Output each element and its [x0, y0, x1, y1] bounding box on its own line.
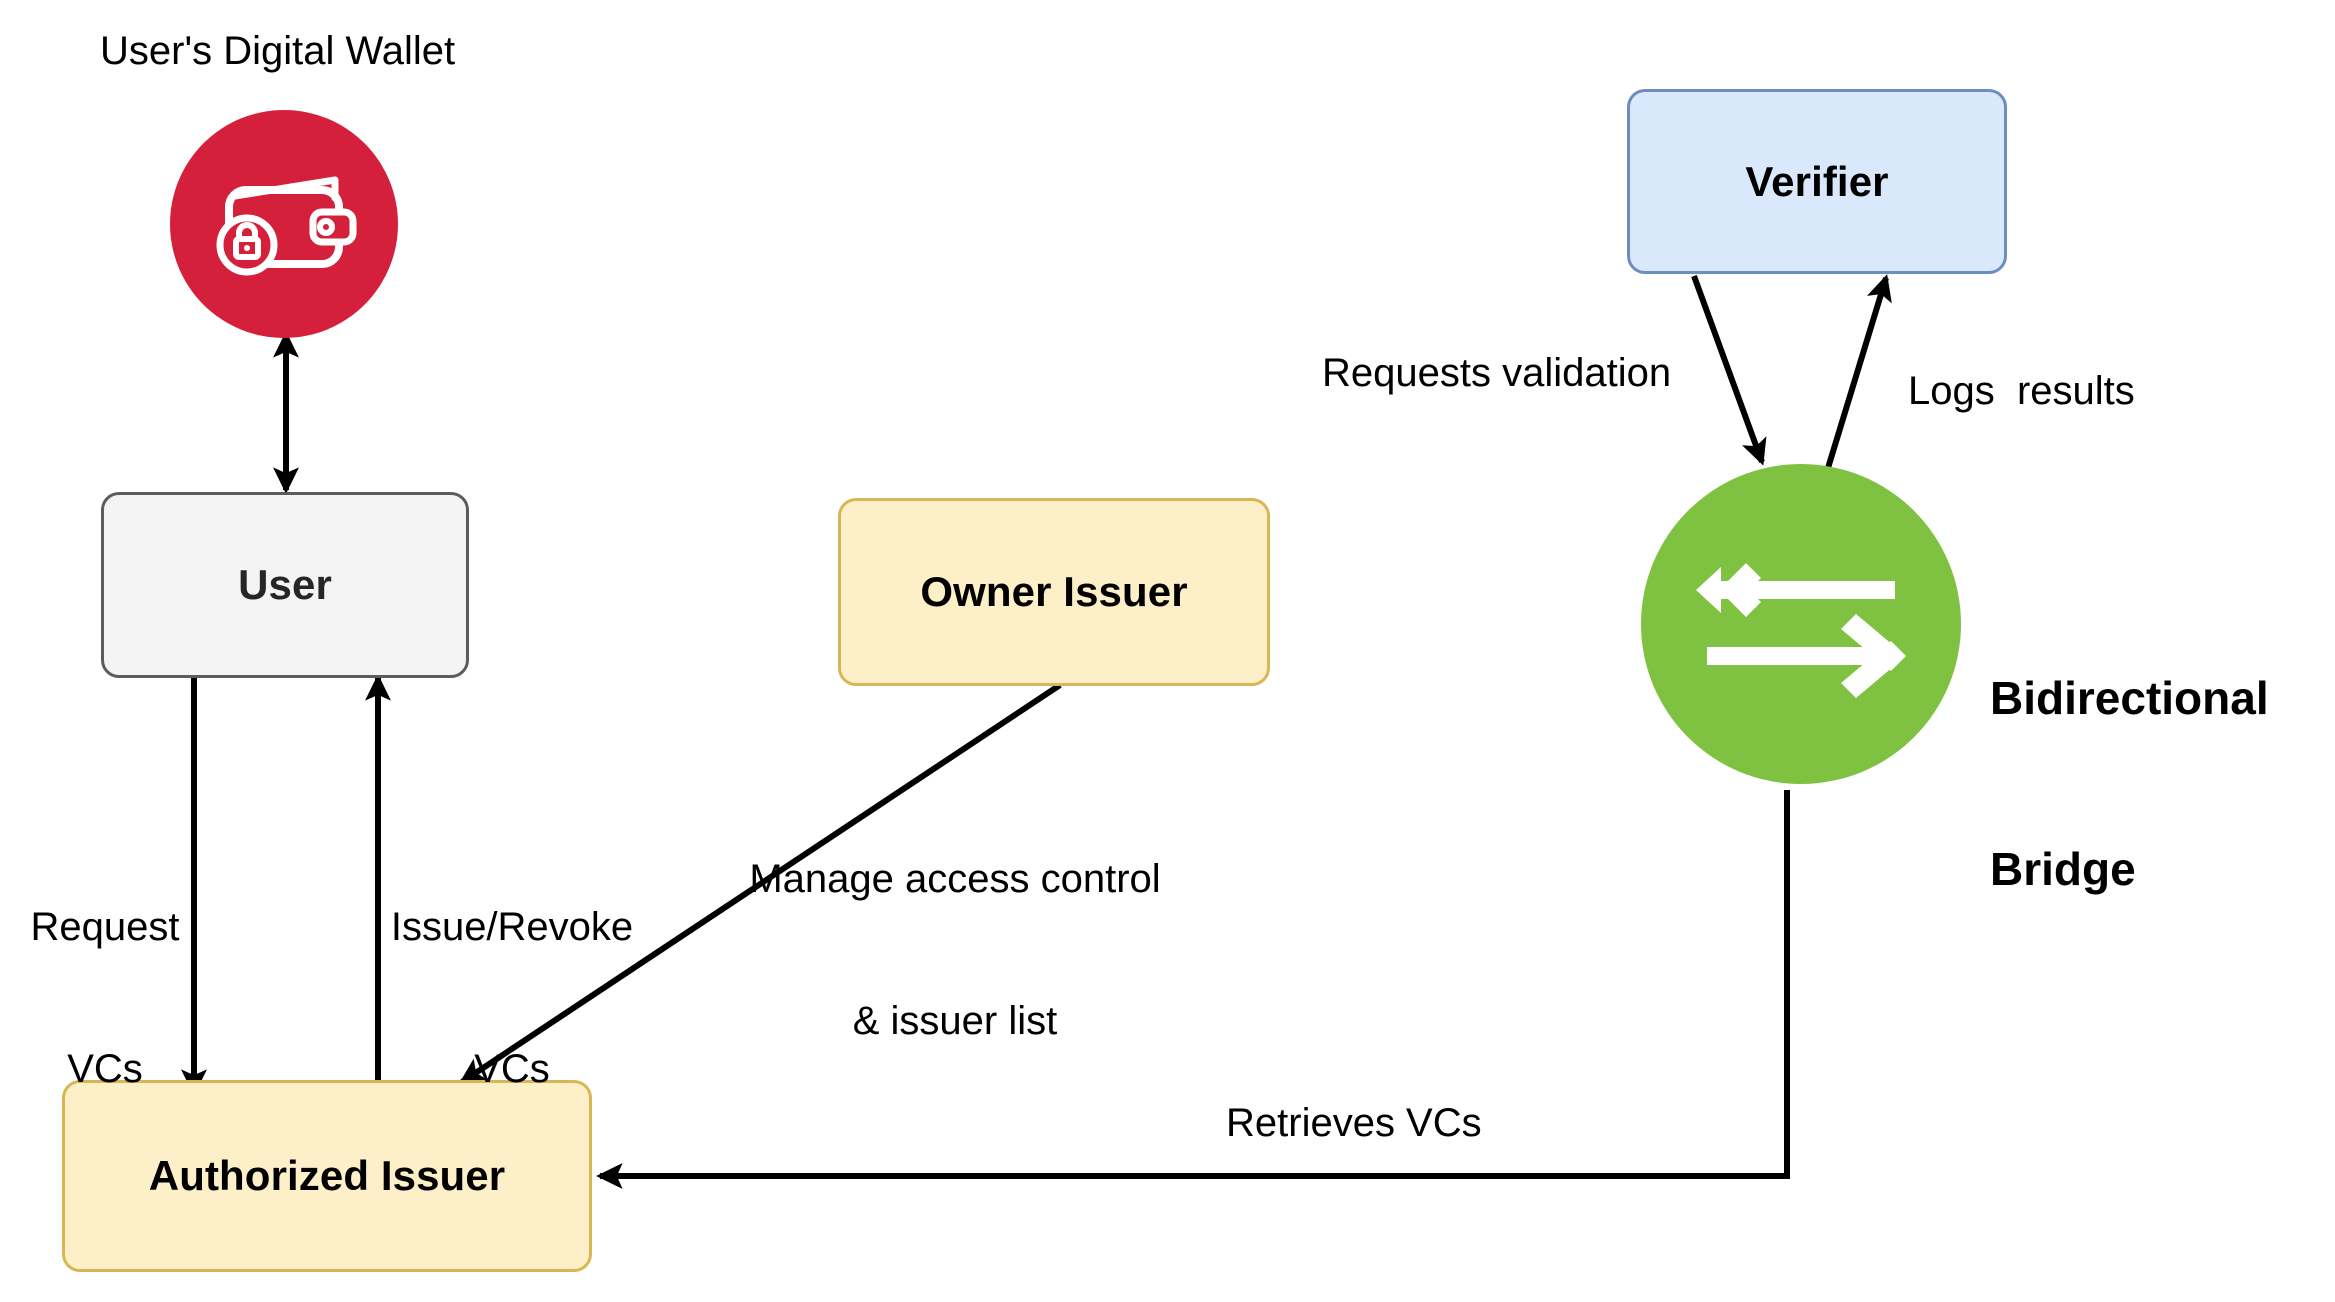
node-authorized-issuer-label: Authorized Issuer [148, 1152, 506, 1199]
edge-label-requests-validation: Requests validation [1322, 351, 1672, 395]
edge-label-manage-access: Manage access control & issuer list [720, 762, 1190, 1140]
edge-label-manage-access-line-2: & issuer list [852, 998, 1058, 1043]
edge-label-request-vcs-line-1: Request [30, 905, 180, 950]
edge-label-issue-revoke-vcs: Issue/Revoke VCs [378, 810, 646, 1188]
edge-label-request-vcs-line-2: VCs [67, 1046, 143, 1091]
edge-label-request-vcs: Request VCs [10, 810, 200, 1188]
bidirectional-arrows-icon [1696, 563, 1906, 698]
node-user-label: User [238, 561, 332, 608]
edge-label-issue-revoke-vcs-line-2: VCs [474, 1046, 550, 1091]
node-user[interactable]: User [101, 492, 469, 678]
node-bridge[interactable] [1641, 464, 1961, 784]
edge-logs-results [1825, 274, 1892, 469]
node-verifier[interactable]: Verifier [1627, 89, 2007, 274]
edge-label-issue-revoke-vcs-line-1: Issue/Revoke [390, 905, 634, 950]
wallet-lock-icon [216, 176, 357, 276]
node-verifier-label: Verifier [1745, 157, 1889, 205]
edge-label-manage-access-line-1: Manage access control [749, 857, 1161, 902]
bridge-caption: Bidirectional Bridge [1990, 556, 2269, 1012]
node-wallet[interactable] [170, 110, 398, 338]
edge-requests-validation [1691, 274, 1767, 466]
node-owner-issuer-label: Owner Issuer [920, 568, 1188, 615]
bridge-caption-line-1: Bidirectional [1990, 672, 2269, 725]
edge-label-retrieves-vcs: Retrieves VCs [1226, 1101, 1482, 1145]
node-authorized-issuer[interactable]: Authorized Issuer [62, 1080, 592, 1272]
node-owner-issuer[interactable]: Owner Issuer [838, 498, 1270, 686]
edge-label-logs-results: Logs results [1908, 369, 2135, 413]
wallet-title-label: User's Digital Wallet [100, 29, 456, 73]
bridge-caption-line-2: Bridge [1990, 843, 2136, 896]
